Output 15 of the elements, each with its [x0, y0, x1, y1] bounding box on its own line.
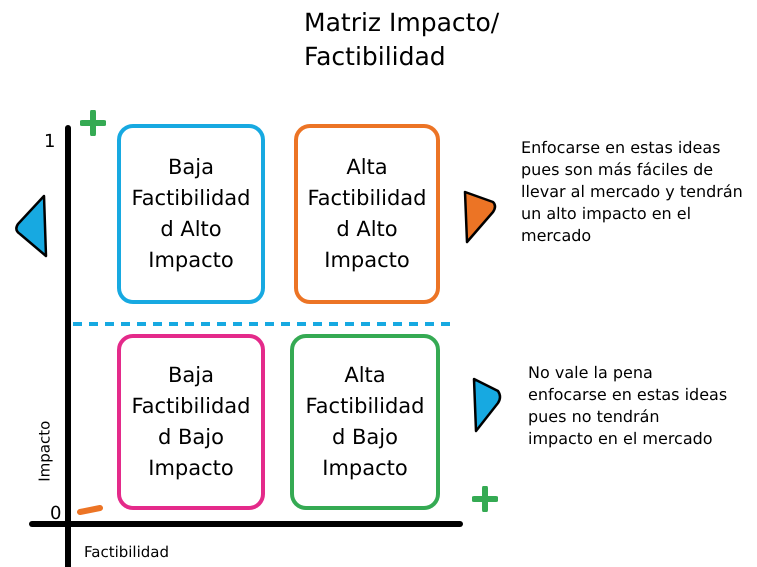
quadrant-text: Alta Factibilidad d Alto Impacto: [308, 154, 426, 274]
note-text: Enfocarse en estas ideas pues son más fáciles de llevar al mercado y tendrán un alto impacto en el mercado: [521, 137, 744, 247]
note-text: No vale la pena enfocarse en estas ideas pues no tendrán impacto en el mercado: [528, 362, 728, 450]
quadrant-text: Baja Factibilidad d Bajo Impacto: [132, 362, 250, 482]
quadrant-box: [117, 334, 265, 510]
axis-tick-label: 1: [44, 130, 56, 154]
quadrant-box: [294, 124, 440, 304]
axis-title: Factibilidad: [84, 542, 169, 563]
axis-tick-label: 0: [50, 502, 62, 526]
axis-title: Impacto: [34, 420, 54, 482]
quadrant-text: Baja Factibilidad d Alto Impacto: [132, 154, 250, 274]
quadrant-box: [117, 124, 265, 304]
title: Matriz Impacto/ Factibilidad: [304, 7, 500, 73]
quadrant-box: [290, 334, 440, 510]
quadrant-text: Alta Factibilidad d Bajo Impacto: [306, 362, 424, 482]
